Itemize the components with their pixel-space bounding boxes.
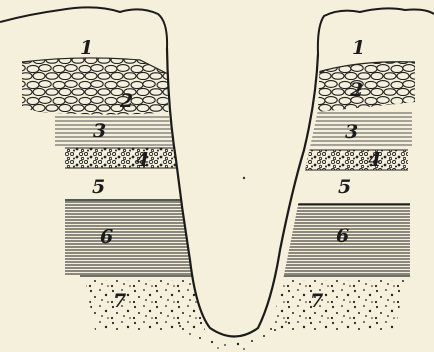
left-label-3: 3	[93, 120, 106, 142]
right-label-5: 5	[338, 176, 351, 198]
right-label-7: 7	[310, 290, 323, 312]
right-stratum-7	[258, 280, 405, 330]
left-label-1: 1	[80, 37, 93, 59]
left-stratum-6	[65, 200, 205, 276]
left-label-2: 2	[119, 90, 133, 112]
ground-surface-right	[318, 8, 434, 54]
right-label-1: 1	[352, 37, 365, 59]
left-label-5: 5	[92, 176, 105, 198]
right-label-3: 3	[345, 121, 358, 143]
right-stratum-4	[300, 150, 408, 170]
left-stratum-7	[85, 280, 210, 330]
left-label-4: 4	[136, 149, 149, 171]
right-label-4: 4	[368, 149, 381, 171]
left-label-6: 6	[100, 226, 113, 248]
right-label-6: 6	[336, 225, 349, 247]
right-label-2: 2	[349, 79, 363, 101]
left-label-7: 7	[113, 290, 126, 312]
right-strata	[258, 62, 415, 330]
